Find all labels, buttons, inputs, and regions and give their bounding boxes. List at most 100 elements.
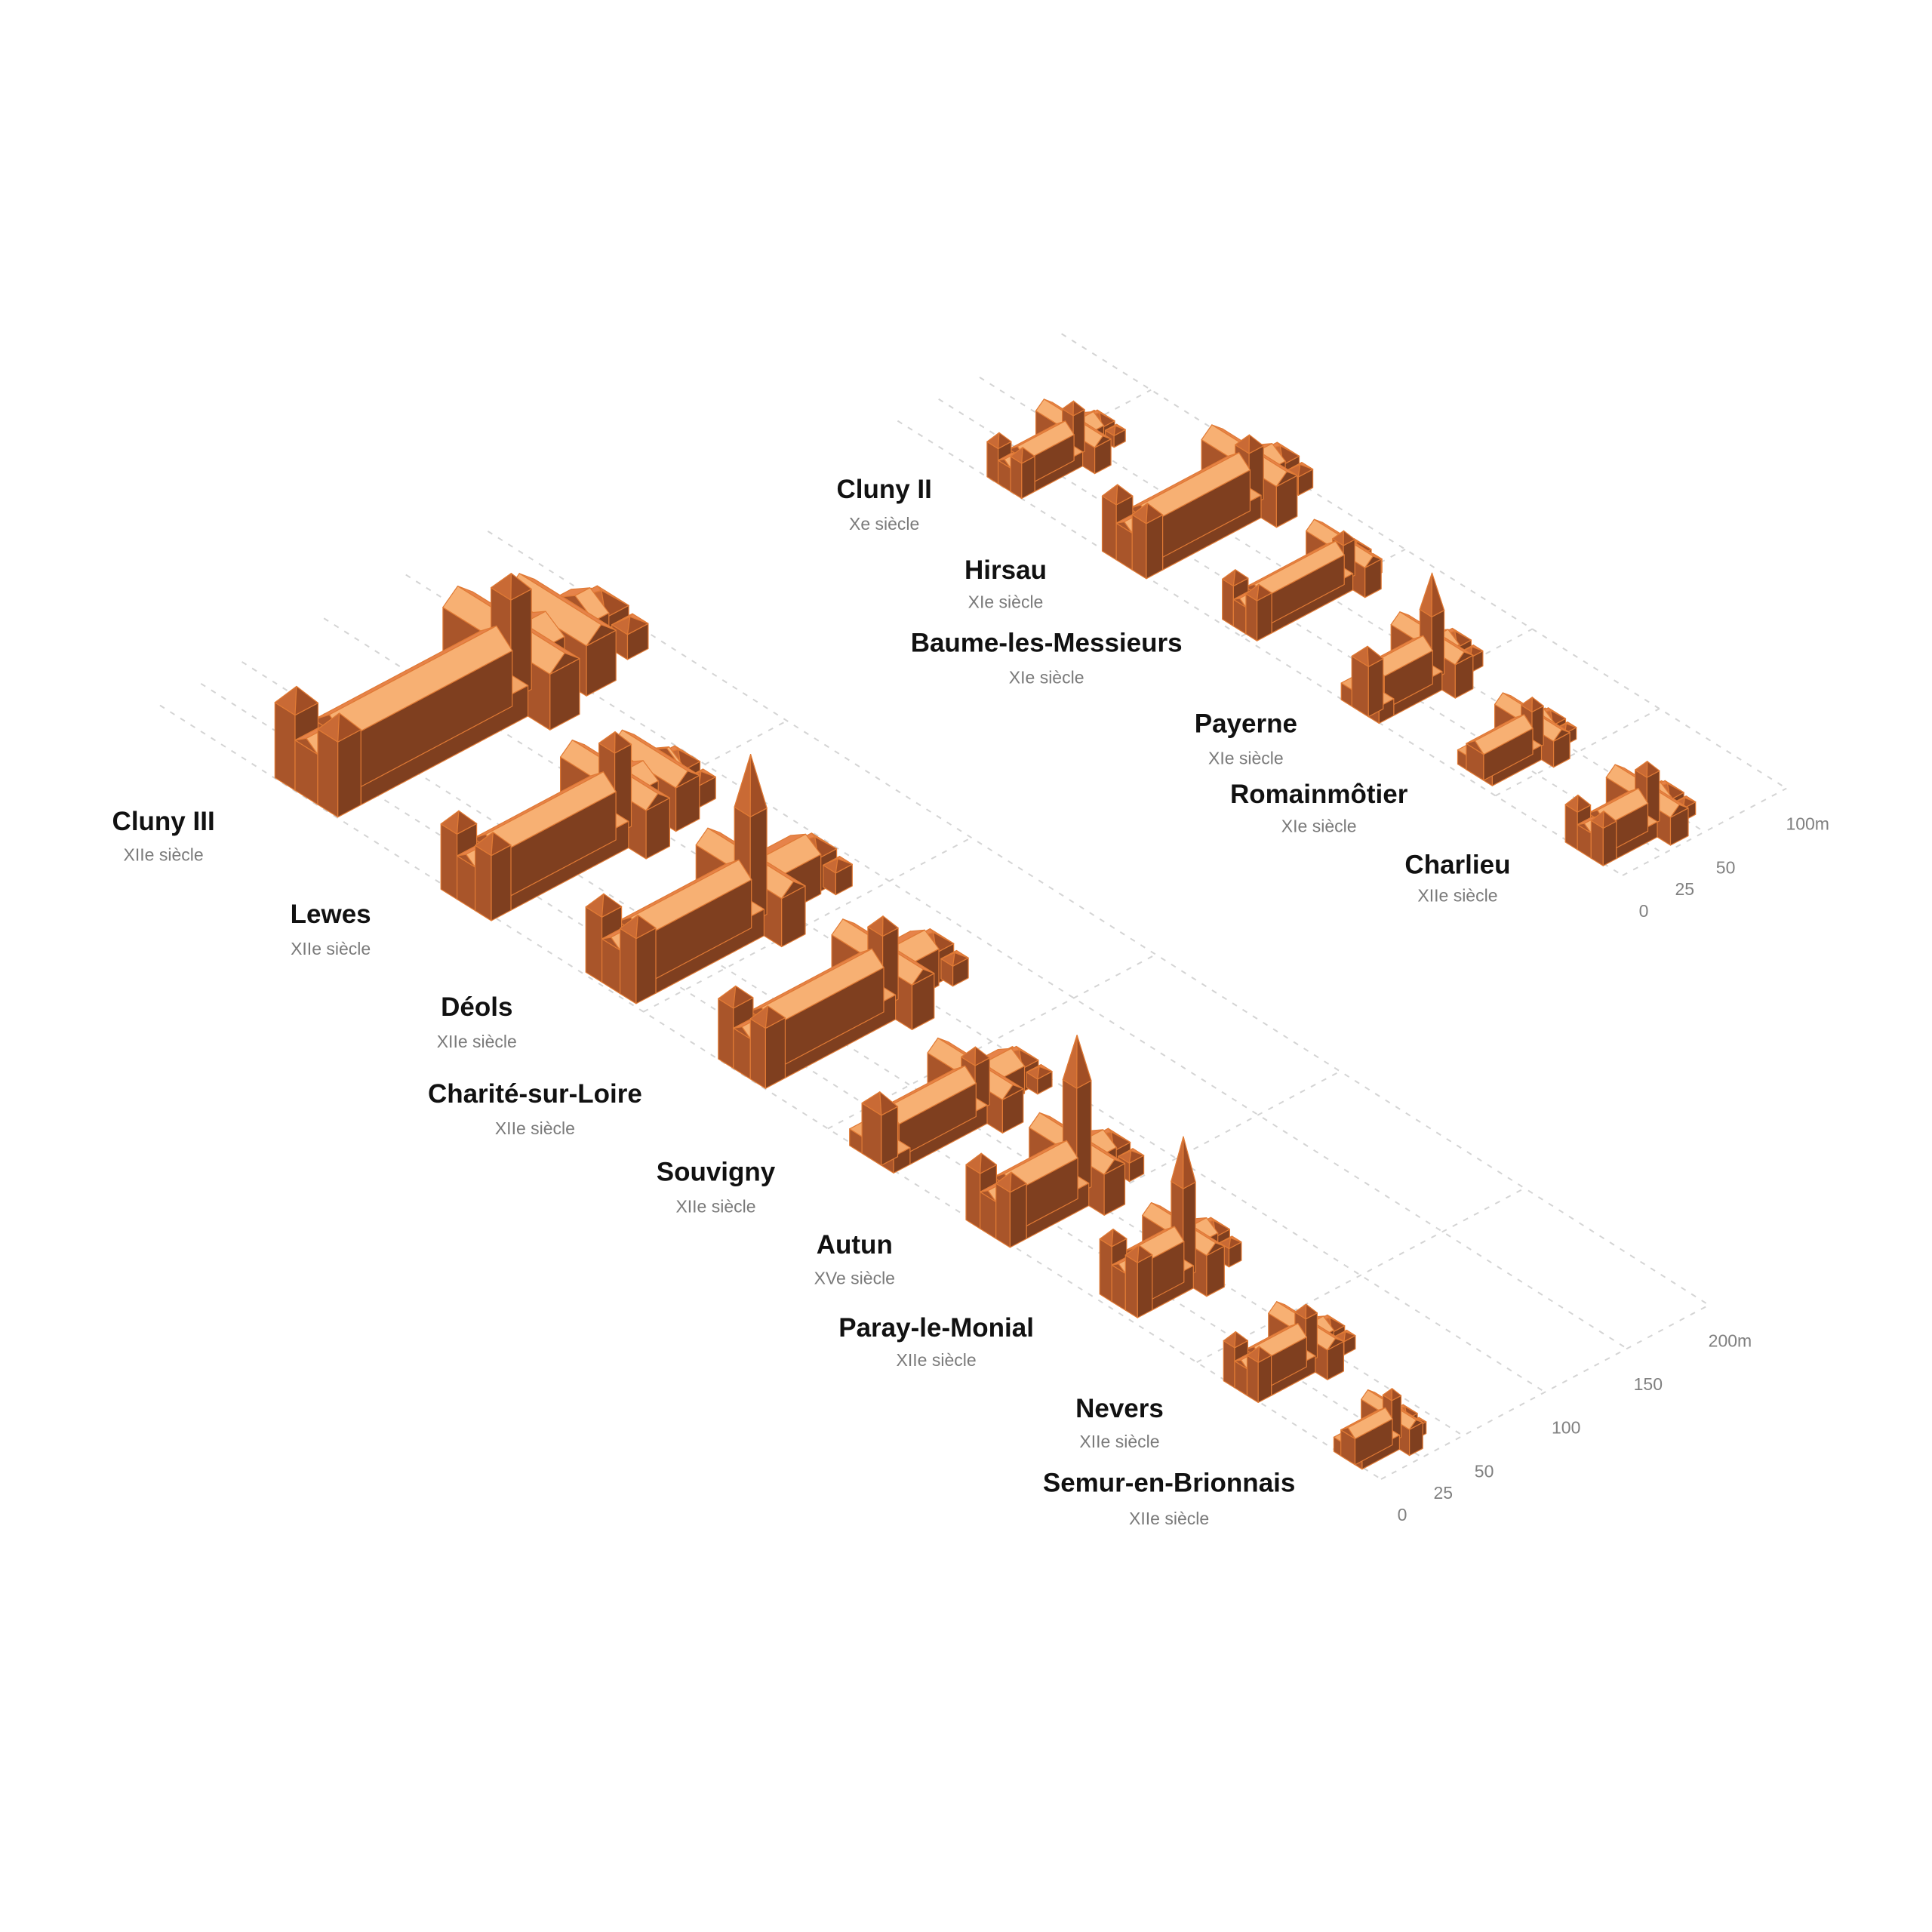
building-face [1131,514,1147,580]
building-face [835,858,853,874]
scale-tick-label: 25 [1675,879,1695,899]
building-face [1099,1238,1112,1303]
building-face [337,729,361,818]
building-face [1553,729,1571,742]
building-face [1391,1388,1402,1401]
building-face [1343,1331,1356,1343]
church-models [274,398,1697,1470]
building-face [1076,1035,1092,1089]
building-face [1171,1136,1184,1189]
church-model [440,729,716,921]
church-name: Charité-sur-Loire [428,1079,642,1109]
building-face [1018,1049,1039,1069]
building-face [549,652,580,675]
building-face [1454,651,1474,666]
scale-tick-label: 25 [1434,1483,1454,1503]
scale-tick-label: 50 [1716,857,1736,877]
church-name: Souvigny [657,1157,776,1186]
church-model [849,1037,1053,1174]
building-face [1206,1242,1225,1257]
building-face [911,968,935,986]
building-face [749,1018,767,1089]
building-face [1234,1359,1248,1370]
church-century: XIIe siècle [1417,885,1497,905]
building-face [1602,811,1617,829]
church-name: Semur-en-Brionnais [1043,1468,1296,1497]
church-century: XIIe siècle [291,939,371,958]
building-face [1001,1084,1024,1100]
church-century: XIIe siècle [124,844,204,864]
building-face [1682,797,1697,810]
building-face [1408,1419,1423,1430]
grid-line [897,420,1623,876]
building-face [1183,1136,1196,1189]
grid-line [1380,1304,1709,1480]
scale-tick-label: 150 [1634,1374,1663,1394]
building-face [1111,1228,1128,1247]
building-face [1305,1303,1318,1320]
building-face [601,589,629,619]
building-face [1667,783,1684,801]
building-face [1094,435,1112,448]
building-face [781,881,806,900]
church-name: Déols [441,992,512,1022]
grid-line [979,377,1706,833]
church-century: Xe siècle [849,514,919,534]
church-model [718,915,969,1089]
building-face [1466,740,1484,755]
church-name: Romainmôtier [1230,780,1408,809]
building-face [764,1017,786,1089]
church-model [1223,1301,1356,1404]
building-face [1329,1317,1346,1334]
church-model [1222,518,1383,641]
building-face [510,573,532,601]
building-face [1343,530,1355,546]
building-face [675,770,700,789]
building-face [294,737,318,755]
building-face [1128,1150,1145,1164]
grid-line [1061,333,1787,789]
building-face [733,1026,751,1040]
church-model [986,398,1126,500]
building-face [1223,1340,1235,1389]
building-face [733,985,754,1009]
building-face [1550,709,1567,726]
church-name: Payerne [1195,709,1297,738]
building-face [337,712,361,743]
church-century: XIIe siècle [897,1350,977,1370]
church-model [1564,761,1697,866]
building-face [1367,645,1384,667]
church-model [1457,692,1577,786]
building-face [1602,820,1617,866]
building-face [635,928,657,1004]
building-face [1103,1158,1126,1175]
grid-line [643,837,972,1013]
building-face [1327,1337,1345,1351]
church-model [1101,424,1314,580]
church-model [585,754,853,1004]
building-face [1115,484,1134,506]
building-face [1137,1244,1153,1263]
scale-tick-label: 100m [1786,814,1829,834]
building-face [456,854,476,868]
building-face [1669,804,1689,818]
building-face [995,1183,1011,1248]
building-face [1232,598,1247,608]
church-century: XIe siècle [1009,668,1084,688]
church-name: Cluny II [836,475,931,504]
building-face [1531,697,1544,713]
building-face [474,844,492,921]
building-face [1062,1035,1078,1089]
building-face [1297,463,1314,478]
building-face [1364,555,1382,569]
church-name: Lewes [291,900,371,929]
building-face [440,823,458,900]
building-face [585,906,603,983]
building-face [274,702,296,791]
building-face [1245,593,1258,641]
scale-tick-label: 0 [1639,901,1649,921]
building-face [1577,794,1592,813]
building-face [1431,572,1445,618]
